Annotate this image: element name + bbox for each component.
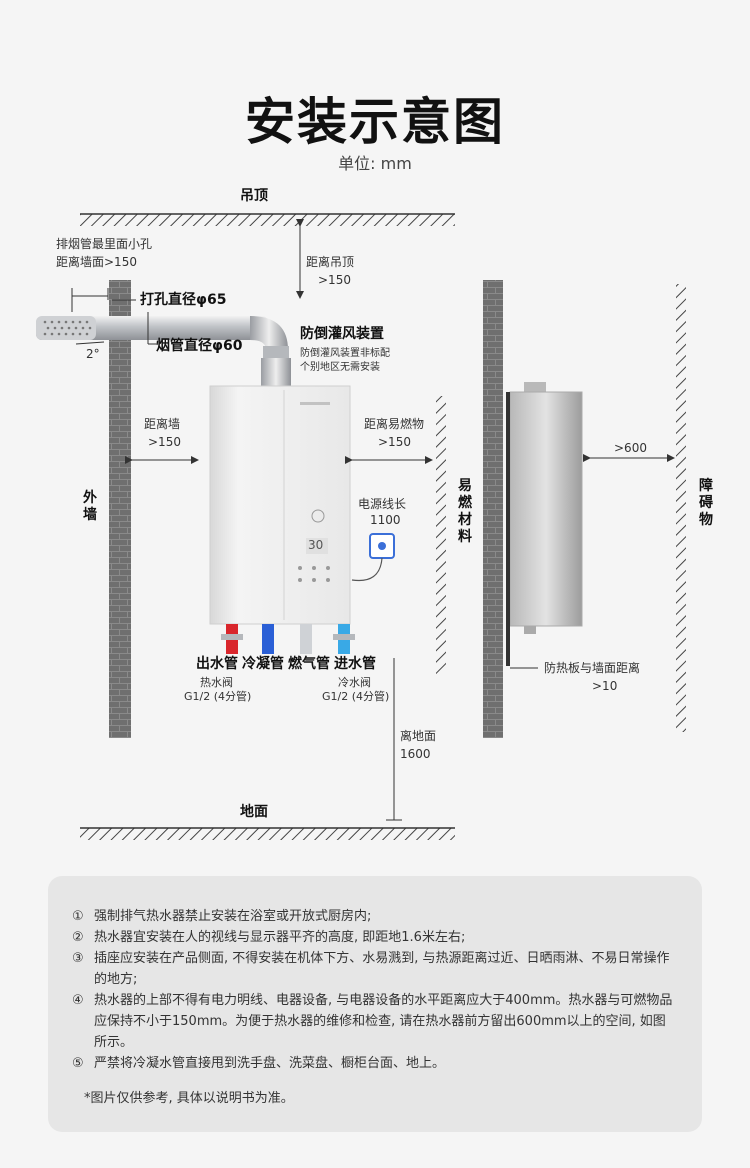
- pipe-out-label: 出水管: [196, 656, 238, 672]
- outer-wall: [109, 280, 131, 738]
- front-space-label: >600: [614, 441, 647, 455]
- angle-label: 2°: [86, 347, 100, 361]
- bottom-pipes: [221, 624, 355, 654]
- ceiling-label: 吊顶: [240, 188, 268, 204]
- pipe-in-label: 进水管: [334, 656, 376, 672]
- wall-distance-label-1: 距离墙: [144, 417, 181, 431]
- side-wall: [483, 280, 503, 738]
- obstacle-label: 障碍物: [699, 478, 713, 528]
- display-value: 30: [308, 538, 324, 552]
- heat-plate-label-1: 防热板与墙面距离: [544, 661, 641, 675]
- vent-hole-label-1: 排烟管最里面小孔: [56, 237, 153, 251]
- flue-pipe: [36, 316, 291, 386]
- ceiling-distance-label-1: 距离吊顶: [306, 255, 355, 269]
- cold-valve-label-2: G1/2 (4分管): [322, 690, 390, 703]
- flammable-distance-label-1: 距离易燃物: [364, 417, 425, 431]
- windproof-title: 防倒灌风装置: [300, 326, 384, 342]
- heat-plate-label-2: >10: [592, 679, 618, 693]
- hot-valve-label-1: 热水阀: [200, 676, 233, 689]
- water-heater-front: [209, 385, 351, 625]
- obstacle-wall: [676, 284, 686, 732]
- installation-diagram: [36, 213, 686, 840]
- wall-distance-label-2: >150: [148, 435, 181, 449]
- page-title: 安装示意图: [245, 93, 505, 151]
- flue-diameter-label: 烟管直径φ60: [156, 338, 243, 354]
- floor-distance-label-2: 1600: [400, 747, 431, 761]
- windproof-note-2: 个别地区无需安装: [300, 362, 380, 373]
- unit-label: 单位: mm: [338, 154, 412, 173]
- footnote: *图片仅供参考, 具体以说明书为准。: [84, 1091, 294, 1106]
- socket-icon: [369, 533, 395, 559]
- drill-diameter-label: 打孔直径φ65: [140, 292, 227, 308]
- cord-length-label-1: 电源线长: [358, 497, 407, 511]
- pipe-cond-label: 冷凝管: [242, 656, 284, 672]
- floor-distance-label-1: 离地面: [400, 729, 437, 743]
- cold-valve-label-1: 冷水阀: [338, 676, 371, 689]
- water-heater-side: [506, 382, 583, 666]
- flammable-label: 易燃材料: [458, 478, 472, 545]
- windproof-note-1: 防倒灌风装置非标配: [300, 348, 390, 359]
- pipe-gas-label: 燃气管: [288, 656, 330, 672]
- outer-wall-label: 外墙: [83, 490, 97, 523]
- cord-length-label-2: 1100: [370, 513, 401, 527]
- flammable-wall: [436, 396, 446, 674]
- ceiling-distance-label-2: >150: [318, 273, 351, 287]
- vent-hole-label-2: 距离墙面>150: [56, 255, 137, 269]
- floor-hatch: [80, 827, 455, 840]
- ceiling-hatch: [80, 213, 455, 226]
- hot-valve-label-2: G1/2 (4分管): [184, 690, 252, 703]
- floor-label: 地面: [240, 804, 268, 820]
- flammable-distance-label-2: >150: [378, 435, 411, 449]
